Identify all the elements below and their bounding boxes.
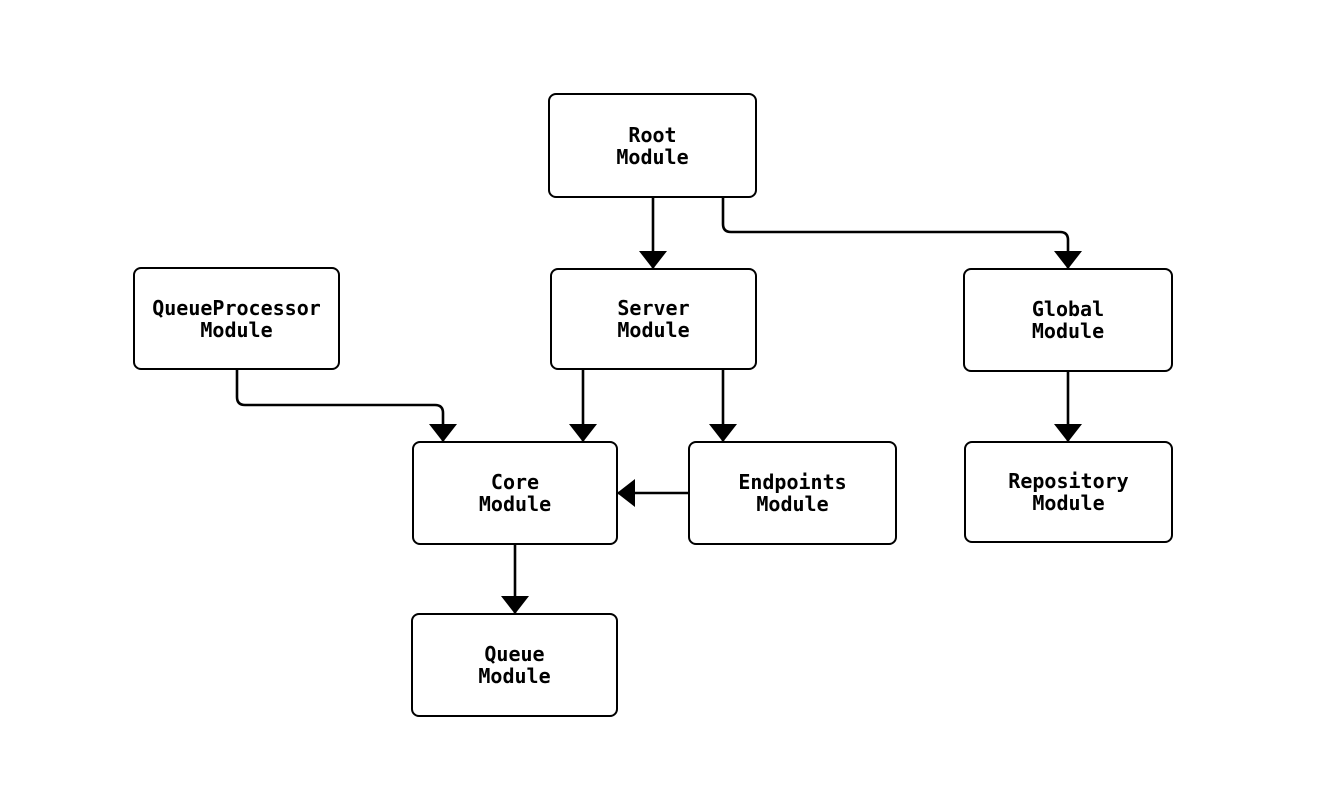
node-root-module: Root Module [548, 93, 757, 198]
node-queue-module: Queue Module [411, 613, 618, 717]
edge-root-global [721, 198, 1082, 269]
node-label-global: Global Module [1031, 297, 1105, 343]
node-queueprocessor-module: QueueProcessor Module [133, 267, 340, 370]
edge-queueprocessor-core [235, 370, 457, 442]
node-core-module: Core Module [412, 441, 618, 545]
node-label-core: Core Module [478, 470, 552, 516]
node-global-module: Global Module [963, 268, 1173, 372]
node-label-server: Server Module [617, 296, 690, 342]
node-label-root: Root Module [616, 122, 689, 169]
node-repository-module: Repository Module [964, 441, 1173, 543]
node-server-module: Server Module [550, 268, 757, 370]
node-label-repository: Repository Module [1008, 469, 1129, 515]
node-label-endpoints: Endpoints Module [738, 470, 847, 516]
node-label-queueprocessor: QueueProcessor Module [152, 295, 321, 342]
node-endpoints-module: Endpoints Module [688, 441, 897, 545]
node-label-queue: Queue Module [478, 642, 551, 688]
